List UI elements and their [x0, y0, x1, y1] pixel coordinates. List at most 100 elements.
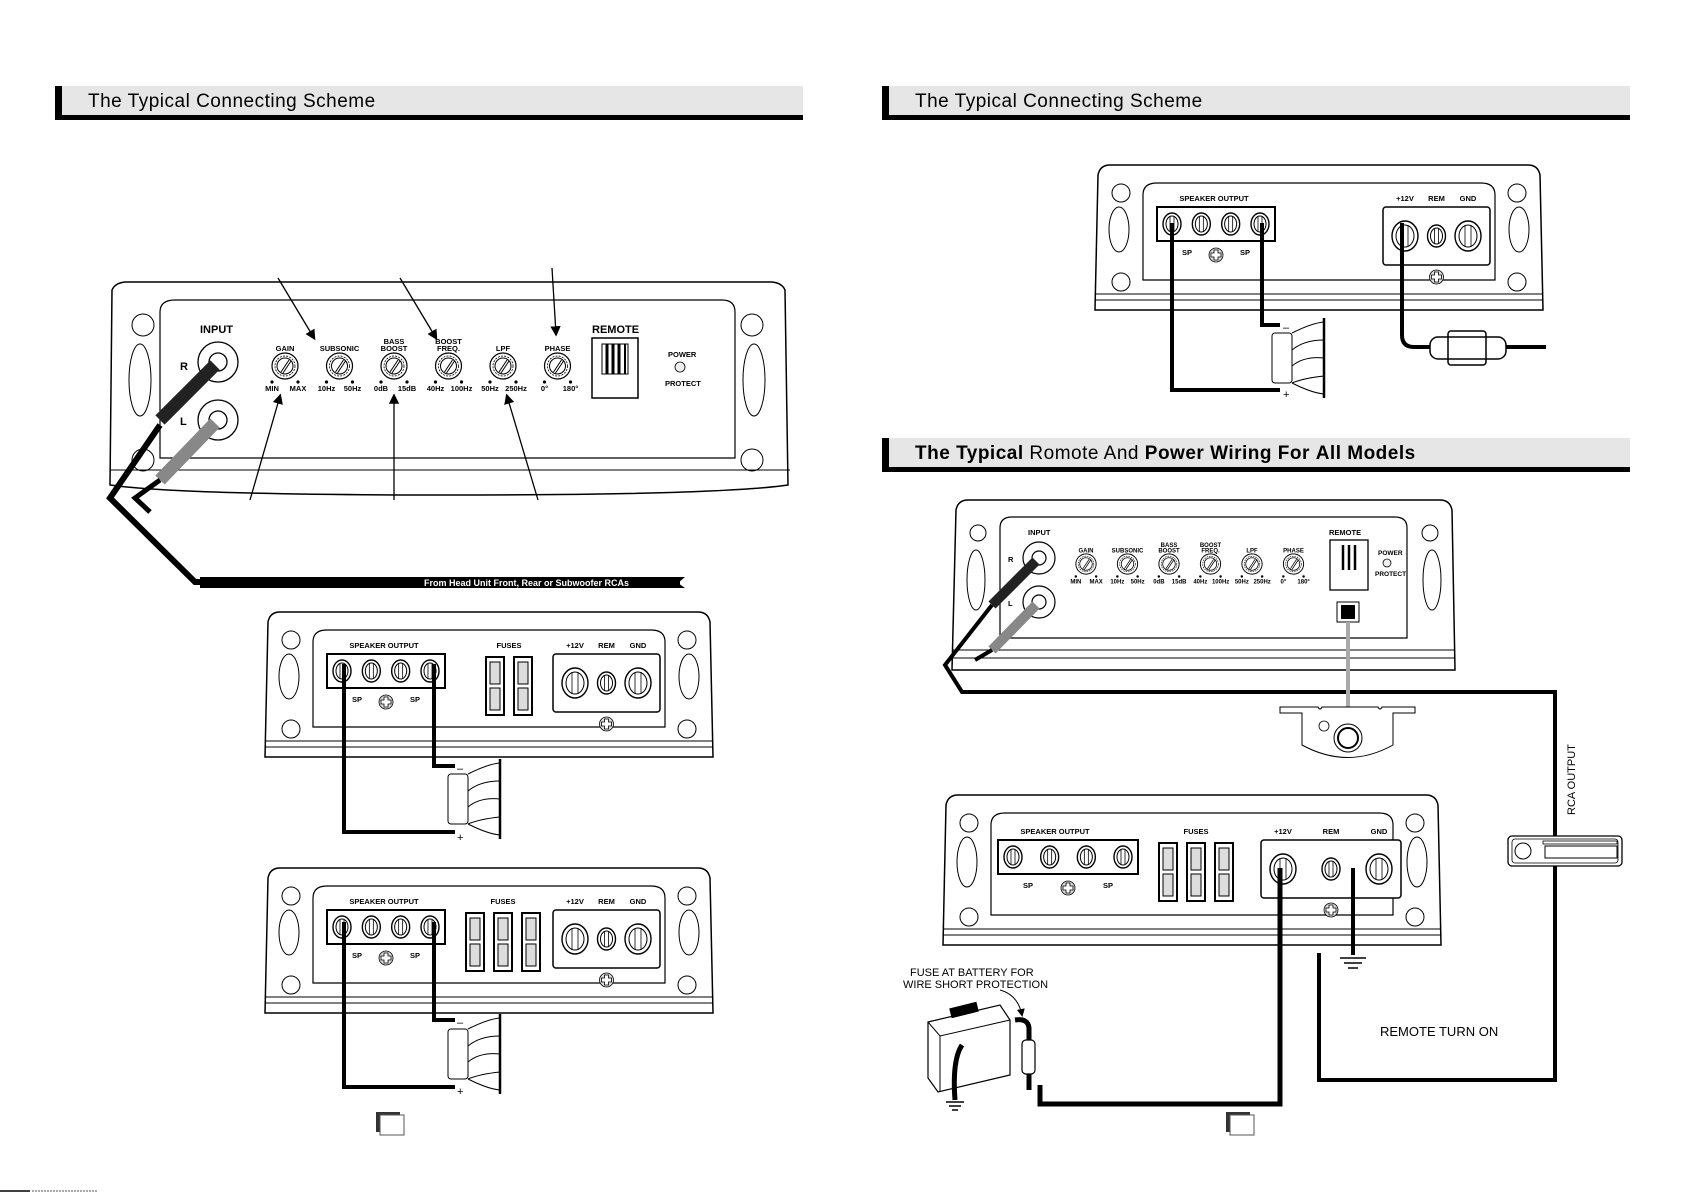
power-label: POWER	[668, 350, 697, 359]
right-header-2-title: The Typical Romote And Power Wiring For …	[915, 443, 1416, 464]
speaker-terminal[interactable]	[1076, 845, 1097, 869]
speaker-terminal[interactable]	[1113, 845, 1133, 869]
gnd-terminal[interactable]	[1454, 220, 1482, 252]
control-label: PHASE	[1283, 548, 1304, 554]
rca-output-label: RCA OUTPUT	[1566, 744, 1578, 815]
speaker-terminal[interactable]	[1191, 212, 1212, 236]
control-min-label: 10Hz	[318, 384, 336, 393]
plus12v-terminal[interactable]	[561, 923, 589, 955]
plus12v-label: +12V	[1396, 194, 1414, 203]
svg-text:PROTECT: PROTECT	[1375, 571, 1406, 578]
knob-icon[interactable]	[380, 352, 408, 380]
plus12v-terminal[interactable]	[561, 667, 589, 699]
fuse-icon[interactable]	[1214, 842, 1234, 902]
speaker-terminal[interactable]	[1220, 212, 1241, 236]
speaker-terminal[interactable]	[1003, 845, 1023, 869]
control-min-label: 50Hz	[481, 384, 499, 393]
fuse-icon[interactable]	[465, 912, 485, 972]
gnd-terminal[interactable]	[1365, 853, 1393, 885]
speaker-terminal[interactable]	[361, 915, 382, 939]
control-max-label: 180°	[1297, 580, 1310, 586]
left-amp3-speaker-wiring: – +	[342, 922, 502, 1098]
control-min-label: 0°	[1280, 580, 1286, 586]
knob-icon[interactable]	[1199, 553, 1222, 575]
knob-icon[interactable]	[489, 352, 517, 380]
rca-and-remote-cable	[942, 603, 1557, 1082]
fuse-icon[interactable]	[521, 912, 541, 972]
knob-icon[interactable]	[543, 352, 572, 380]
remote-turn-on-label: REMOTE TURN ON	[1380, 1024, 1498, 1039]
control-max-label: 50Hz	[1131, 580, 1145, 586]
rem-terminal[interactable]	[596, 671, 617, 695]
plus12v-terminal[interactable]	[1269, 853, 1297, 885]
channel-l-label: L	[180, 416, 187, 428]
left-header: The Typical Connecting Scheme	[55, 86, 803, 120]
control-label-2: FREQ.	[437, 344, 460, 353]
knob-icon[interactable]	[325, 352, 354, 380]
plus12v-label: +12V	[566, 897, 584, 906]
fuses-label: FUSES	[490, 897, 515, 906]
control-min-label: 0°	[541, 384, 548, 393]
rem-label: REM	[598, 897, 615, 906]
rem-terminal[interactable]	[1426, 224, 1447, 248]
control-min-label: 0dB	[374, 384, 389, 393]
knob-icon[interactable]	[1116, 553, 1139, 575]
knob-icon[interactable]	[1075, 553, 1097, 575]
knob-icon[interactable]	[1158, 553, 1180, 575]
gnd-terminal[interactable]	[624, 923, 652, 955]
fuse-icon[interactable]	[1186, 842, 1206, 902]
svg-text:+: +	[457, 1086, 463, 1098]
rca-plug-l	[155, 418, 220, 485]
speaker-terminal[interactable]	[420, 659, 440, 683]
speaker-terminal[interactable]	[390, 915, 411, 939]
plus12v-terminal[interactable]	[1391, 220, 1419, 252]
control-label: LPF	[496, 344, 511, 353]
fuse-icon[interactable]	[513, 656, 533, 716]
speaker-terminal[interactable]	[361, 659, 382, 683]
fuses-label: FUSES	[1183, 827, 1208, 836]
fuse-icon[interactable]	[493, 912, 513, 972]
gnd-terminal[interactable]	[624, 667, 652, 699]
rem-terminal[interactable]	[1321, 857, 1341, 881]
right-header-1-title: The Typical Connecting Scheme	[915, 91, 1203, 112]
subwoofer-icon	[446, 757, 502, 841]
knob-icon[interactable]	[434, 352, 463, 380]
left-amp2-speaker-wiring: – +	[342, 664, 502, 844]
knob-icon[interactable]	[1241, 553, 1263, 575]
sp-label: SP	[1103, 881, 1113, 890]
subwoofer-icon	[1270, 316, 1326, 400]
battery-fuse-icon	[1021, 1039, 1036, 1075]
knob-icon[interactable]	[271, 352, 299, 380]
fuse-icon[interactable]	[485, 656, 505, 716]
speaker-terminal[interactable]	[1039, 845, 1060, 869]
gnd-label: GND	[630, 897, 647, 906]
sp-label: SP	[410, 695, 420, 704]
knob-icon[interactable]	[1282, 553, 1305, 575]
speaker-terminal[interactable]	[420, 915, 440, 939]
svg-text:POWER: POWER	[1378, 550, 1403, 557]
rem-terminal[interactable]	[596, 927, 617, 951]
control-min-label: MIN	[265, 384, 279, 393]
control-label: GAIN	[1079, 548, 1094, 554]
speaker-terminal[interactable]	[390, 659, 411, 683]
control-phase-5[interactable]: PHASE 0° 180°	[1280, 548, 1310, 585]
svg-text:REMOTE: REMOTE	[1329, 528, 1361, 537]
control-label-2: BOOST	[1158, 548, 1180, 554]
control-max-label: MAX	[1089, 580, 1102, 586]
svg-text:+: +	[457, 832, 463, 844]
fuse-icon[interactable]	[1158, 842, 1178, 902]
